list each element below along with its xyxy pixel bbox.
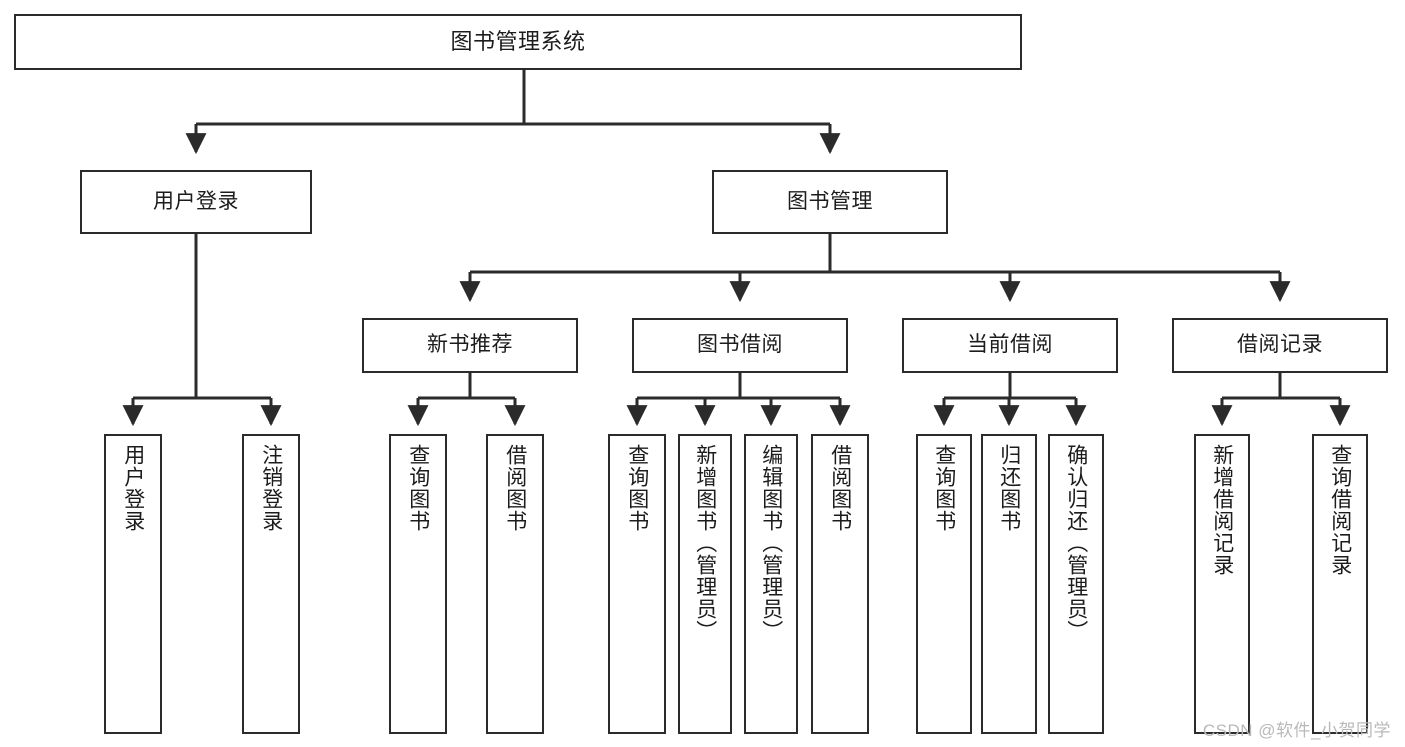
node-label: 查询图书: [406, 444, 430, 532]
node-leaf-borrow-book-recommend[interactable]: 借阅图书: [486, 434, 544, 734]
node-label: 图书管理系统: [450, 29, 586, 55]
node-leaf-user-login[interactable]: 用户登录: [104, 434, 162, 734]
node-label: 注销登录: [259, 444, 283, 532]
node-label: 用户登录: [153, 189, 239, 213]
node-label: 查询图书: [932, 444, 956, 532]
node-leaf-add-book-admin[interactable]: 新增图书（管理员）: [678, 434, 732, 734]
node-label: 新增借阅记录: [1210, 444, 1234, 576]
node-label: 借阅图书: [828, 444, 852, 532]
node-leaf-return-book[interactable]: 归还图书: [981, 434, 1037, 734]
node-label: 编辑图书（管理员）: [759, 444, 783, 642]
node-leaf-query-borrow-record[interactable]: 查询借阅记录: [1312, 434, 1368, 734]
node-label: 图书借阅: [697, 333, 783, 357]
node-label: 新书推荐: [427, 333, 513, 357]
node-user-login[interactable]: 用户登录: [80, 170, 312, 234]
node-label: 用户登录: [121, 444, 145, 532]
node-label: 新增图书（管理员）: [693, 444, 717, 642]
node-root-book-management-system[interactable]: 图书管理系统: [14, 14, 1022, 70]
node-label: 图书管理: [787, 189, 873, 213]
node-current-borrow[interactable]: 当前借阅: [902, 318, 1118, 373]
node-label: 归还图书: [997, 444, 1021, 532]
node-label: 查询借阅记录: [1328, 444, 1352, 576]
node-leaf-user-logout[interactable]: 注销登录: [242, 434, 300, 734]
node-label: 借阅记录: [1237, 333, 1323, 357]
node-book-management[interactable]: 图书管理: [712, 170, 948, 234]
node-leaf-add-borrow-record[interactable]: 新增借阅记录: [1194, 434, 1250, 734]
node-label: 查询图书: [625, 444, 649, 532]
node-label: 当前借阅: [967, 333, 1053, 357]
node-leaf-edit-book-admin[interactable]: 编辑图书（管理员）: [744, 434, 798, 734]
node-borrow-record[interactable]: 借阅记录: [1172, 318, 1388, 373]
node-book-borrow[interactable]: 图书借阅: [632, 318, 848, 373]
node-leaf-query-book-recommend[interactable]: 查询图书: [389, 434, 447, 734]
node-label: 确认归还（管理员）: [1064, 444, 1088, 642]
node-leaf-query-book-borrow[interactable]: 查询图书: [608, 434, 666, 734]
node-leaf-borrow-book[interactable]: 借阅图书: [811, 434, 869, 734]
node-label: 借阅图书: [503, 444, 527, 532]
node-leaf-query-book-current[interactable]: 查询图书: [916, 434, 972, 734]
node-new-book-recommend[interactable]: 新书推荐: [362, 318, 578, 373]
node-leaf-confirm-return-admin[interactable]: 确认归还（管理员）: [1048, 434, 1104, 734]
watermark-text: CSDN @软件_小贺同学: [1202, 721, 1391, 740]
